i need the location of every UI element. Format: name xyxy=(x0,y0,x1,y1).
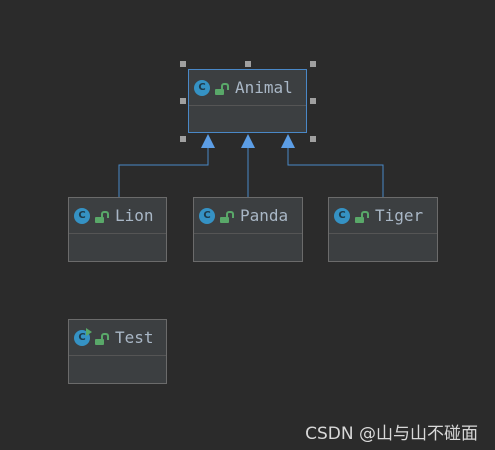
edge-tiger-to-animal[interactable] xyxy=(287,147,384,197)
class-name: Lion xyxy=(115,206,154,225)
resize-handle-top-right[interactable] xyxy=(310,61,316,67)
class-icon: C xyxy=(199,207,215,224)
class-node-tiger[interactable]: C Tiger xyxy=(328,197,438,262)
public-lock-icon xyxy=(95,332,109,345)
watermark-text: CSDN @山与山不碰面 xyxy=(305,424,478,444)
class-header: C Animal xyxy=(189,70,306,106)
class-name: Test xyxy=(115,328,154,347)
arrowhead-tiger-edge xyxy=(281,134,295,148)
class-icon: C xyxy=(74,207,90,224)
class-node-animal[interactable]: C Animal xyxy=(188,69,307,133)
class-header: C Lion xyxy=(69,198,166,234)
resize-handle-top-left[interactable] xyxy=(180,61,186,67)
arrowhead-panda-edge xyxy=(241,134,255,148)
edge-lion-to-animal[interactable] xyxy=(118,147,209,197)
public-lock-icon xyxy=(215,82,229,95)
runnable-class-icon: C xyxy=(74,327,92,346)
class-name: Tiger xyxy=(375,206,424,225)
class-node-lion[interactable]: C Lion xyxy=(68,197,167,262)
resize-handle-top-center[interactable] xyxy=(245,61,251,67)
arrowhead-lion-edge xyxy=(201,134,215,148)
resize-handle-bottom-right[interactable] xyxy=(310,136,316,142)
public-lock-icon xyxy=(95,210,109,223)
public-lock-icon xyxy=(220,210,234,223)
resize-handle-bottom-left[interactable] xyxy=(180,136,186,142)
class-icon: C xyxy=(194,79,210,96)
class-header: C Tiger xyxy=(329,198,437,234)
class-header: C Test xyxy=(69,320,166,356)
class-node-panda[interactable]: C Panda xyxy=(193,197,303,262)
class-name: Panda xyxy=(240,206,289,225)
class-icon: C xyxy=(334,207,350,224)
class-node-test[interactable]: C Test xyxy=(68,319,167,384)
resize-handle-middle-left[interactable] xyxy=(180,98,186,104)
class-header: C Panda xyxy=(194,198,302,234)
public-lock-icon xyxy=(355,210,369,223)
class-name: Animal xyxy=(235,78,293,97)
resize-handle-middle-right[interactable] xyxy=(310,98,316,104)
